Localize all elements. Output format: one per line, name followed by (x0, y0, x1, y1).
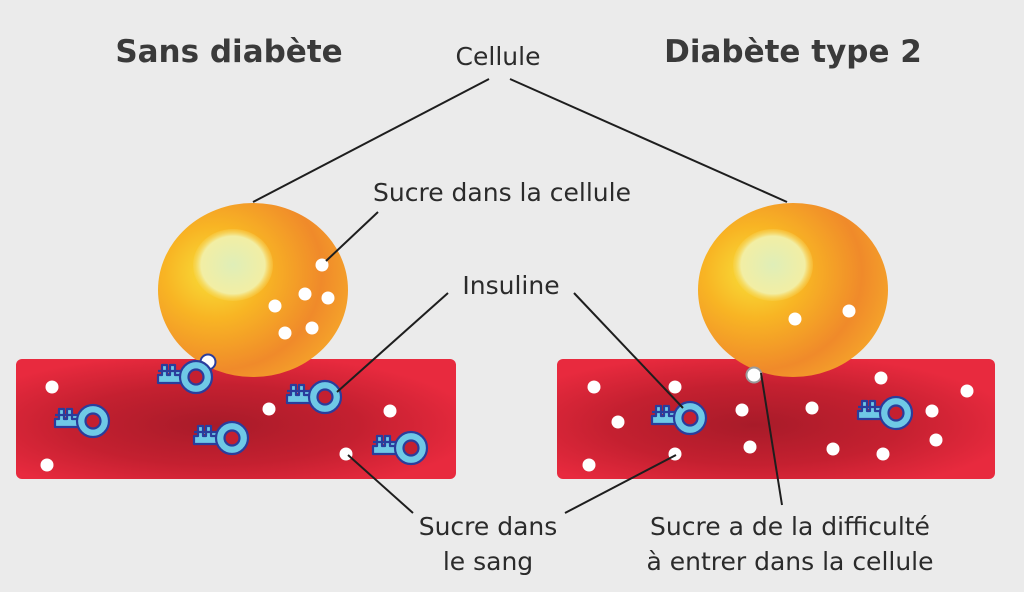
cell-nucleus-right (733, 229, 813, 301)
sugar-dot-icon (745, 366, 763, 384)
sugar-dot-icon (743, 440, 757, 454)
sugar-dot-icon (874, 371, 888, 385)
sugar-dot-icon (735, 403, 749, 417)
label-sugar-in-cell: Sucre dans la cellule (373, 178, 631, 207)
leader-line-insulin-right (573, 292, 684, 409)
sugar-dot-icon (960, 384, 974, 398)
sugar-dot-icon (805, 401, 819, 415)
label-sugar-difficulty-line1: Sucre a de la difficulté (650, 512, 930, 541)
sugar-dot-icon (305, 321, 319, 335)
sugar-dot-icon (929, 433, 943, 447)
sugar-dot-icon (315, 258, 329, 272)
sugar-dot-icon (788, 312, 802, 326)
sugar-dot-icon (268, 299, 282, 313)
cell-right (698, 203, 888, 377)
sugar-dot-icon (383, 404, 397, 418)
leader-line-cell-left (252, 78, 490, 203)
sugar-dot-icon (582, 458, 596, 472)
sugar-dot-icon (611, 415, 625, 429)
leader-line-insulin-left (336, 292, 449, 393)
leader-lines (252, 78, 788, 514)
title-without-diabetes: Sans diabète (115, 34, 342, 70)
sugar-dot-icon (321, 291, 335, 305)
leader-line-cell-right (509, 78, 788, 203)
sugar-dot-icon (40, 458, 54, 472)
sugar-dot-icon (587, 380, 601, 394)
label-cell: Cellule (456, 42, 541, 71)
leader-line-sugar-difficulty (760, 372, 783, 506)
label-insulin: Insuline (462, 271, 559, 300)
leader-line-sugar-in-cell (325, 211, 379, 262)
blood-sugar-right (582, 366, 974, 472)
leader-line-blood-sugar-left (347, 454, 414, 514)
sugar-dot-icon (45, 380, 59, 394)
sugar-dot-icon (668, 380, 682, 394)
sugar-dot-icon (925, 404, 939, 418)
title-type2-diabetes: Diabète type 2 (664, 34, 922, 70)
sugar-dot-icon (876, 447, 890, 461)
sugar-dot-icon (298, 287, 312, 301)
label-sugar-difficulty-line2: à entrer dans la cellule (646, 547, 933, 576)
label-sugar-in-blood-line2: le sang (443, 547, 533, 576)
sugar-dot-icon (262, 402, 276, 416)
sugar-dot-icon (842, 304, 856, 318)
leader-line-blood-sugar-right (564, 454, 677, 514)
cell-nucleus-left (193, 229, 273, 301)
cell-left (158, 203, 348, 377)
sugar-dot-icon (278, 326, 292, 340)
label-sugar-in-blood-line1: Sucre dans (419, 512, 558, 541)
sugar-dot-icon (826, 442, 840, 456)
